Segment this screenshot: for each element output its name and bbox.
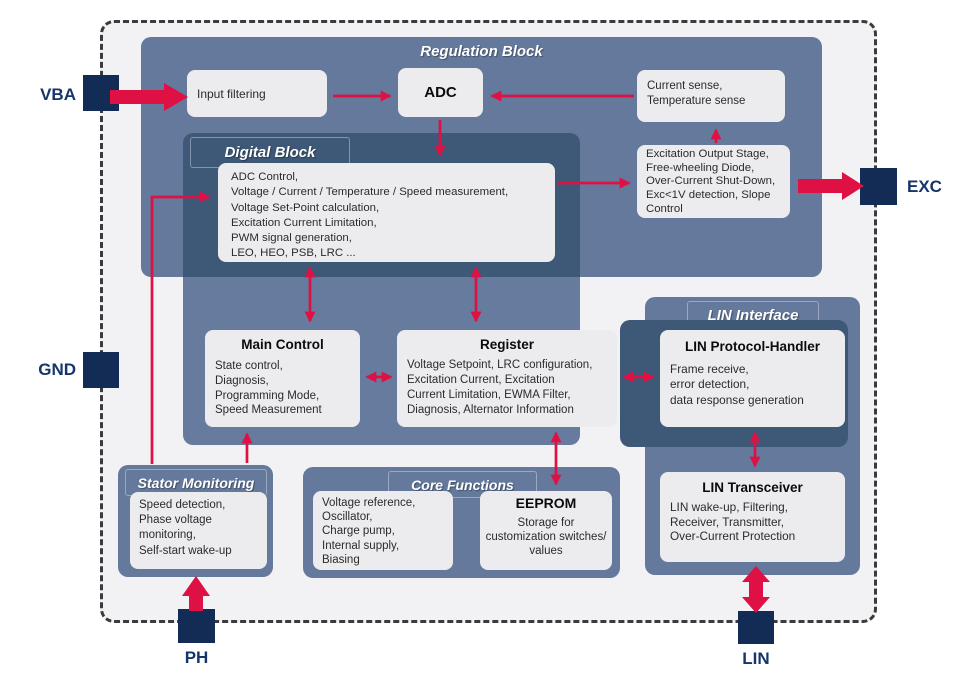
excitation-line: Exc<1V detection, Slope [646, 189, 771, 202]
core-analog-line: Charge pump, [322, 525, 395, 538]
lin-transceiver-box: LIN Transceiver LIN wake-up, Filtering, … [660, 472, 845, 562]
main-control-box: Main Control State control, Diagnosis, P… [205, 330, 360, 427]
adc-control-line: PWM signal generation, [231, 232, 352, 245]
stator-line: Phase voltage [139, 513, 212, 526]
excitation-line: Control [646, 202, 683, 215]
lin-protocol-handler-line: data response generation [670, 392, 804, 407]
digital-block-label: Digital Block [224, 144, 316, 161]
lin-protocol-handler-line: error detection, [670, 377, 750, 392]
adc-control-line: ADC Control, [231, 171, 299, 183]
stator-line: Speed detection, [139, 499, 226, 511]
exc-pin-label: EXC [907, 177, 942, 196]
stator-line: Self-start wake-up [139, 545, 232, 558]
core-functions-label-tab: Core Functions [388, 471, 537, 498]
lin-protocol-handler-line: Frame receive, [670, 362, 749, 376]
core-analog-line: Internal supply, [322, 539, 400, 552]
sense-box: Current sense, Temperature sense [637, 70, 785, 122]
ph-pin-label: PH [184, 648, 209, 667]
lin-transceiver-line: Over-Current Protection [670, 529, 796, 544]
core-analog-line: Biasing [322, 553, 360, 566]
adc-control-line: Excitation Current Limitation, [231, 216, 377, 229]
core-analog-line: Oscillator, [322, 511, 373, 524]
adc-control-line: Voltage / Current / Temperature / Speed … [231, 186, 509, 199]
main-control-line: Programming Mode, [215, 389, 320, 402]
ph-pin-square [178, 609, 215, 643]
sense-line: Temperature sense [647, 94, 746, 107]
regulation-block-label: Regulation Block [420, 43, 543, 60]
main-control-line: State control, [215, 360, 283, 372]
input-filtering-box: Input filtering [187, 70, 327, 117]
lin-transceiver-line: Receiver, Transmitter, [670, 514, 785, 529]
register-line: Current Limitation, EWMA Filter, [407, 388, 571, 401]
excitation-line: Excitation Output Stage, [646, 148, 769, 160]
adc-box: ADC [398, 68, 483, 117]
stator-line: monitoring, [139, 528, 196, 541]
lin-pin-square [738, 611, 774, 644]
eeprom-title: EEPROM [515, 495, 577, 511]
lin-interface-label: LIN Interface [707, 306, 799, 324]
lin-pin-label: LIN [742, 649, 770, 668]
excitation-line: Over-Current Shut-Down, [646, 175, 776, 188]
register-line: Voltage Setpoint, LRC configuration, [407, 359, 593, 371]
main-control-line: Diagnosis, [215, 374, 269, 387]
adc-title: ADC [424, 84, 457, 101]
register-title: Register [479, 337, 535, 352]
adc-control-line: Voltage Set-Point calculation, [231, 201, 380, 214]
excitation-output-box: Excitation Output Stage, Free-wheeling D… [637, 145, 790, 218]
gnd-pin-label: GND [38, 360, 76, 379]
input-filtering-text: Input filtering [197, 86, 266, 101]
eeprom-line: Storage for [517, 517, 575, 529]
adc-control-line: LEO, HEO, PSB, LRC ... [231, 247, 356, 260]
main-control-line: Speed Measurement [215, 404, 322, 417]
lin-protocol-handler-title: LIN Protocol-Handler [684, 339, 820, 354]
gnd-pin-square [83, 352, 119, 388]
vba-pin-label: VBA [40, 85, 76, 104]
lin-transceiver-line: LIN wake-up, Filtering, [670, 500, 789, 514]
core-functions-label: Core Functions [411, 476, 514, 493]
lin-protocol-handler-box: LIN Protocol-Handler Frame receive, erro… [660, 330, 845, 427]
stator-monitoring-label: Stator Monitoring [137, 474, 255, 491]
eeprom-box: EEPROM Storage for customization switche… [480, 491, 612, 570]
vba-pin-square [83, 75, 119, 111]
sense-line: Current sense, [647, 80, 723, 92]
stator-monitoring-box: Speed detection, Phase voltage monitorin… [130, 492, 267, 569]
eeprom-line: values [529, 545, 563, 558]
core-analog-box: Voltage reference, Oscillator, Charge pu… [313, 491, 453, 570]
excitation-line: Free-wheeling Diode, [646, 161, 755, 174]
register-line: Diagnosis, Alternator Information [407, 403, 574, 416]
lin-transceiver-title: LIN Transceiver [702, 480, 803, 495]
core-analog-line: Voltage reference, [322, 497, 416, 509]
eeprom-line: customization switches/ [485, 531, 607, 544]
adc-control-box: ADC Control, Voltage / Current / Tempera… [218, 163, 555, 262]
register-line: Excitation Current, Excitation [407, 373, 555, 386]
register-box: Register Voltage Setpoint, LRC configura… [397, 330, 617, 427]
exc-pin-square [860, 168, 897, 205]
main-control-title: Main Control [241, 337, 324, 352]
